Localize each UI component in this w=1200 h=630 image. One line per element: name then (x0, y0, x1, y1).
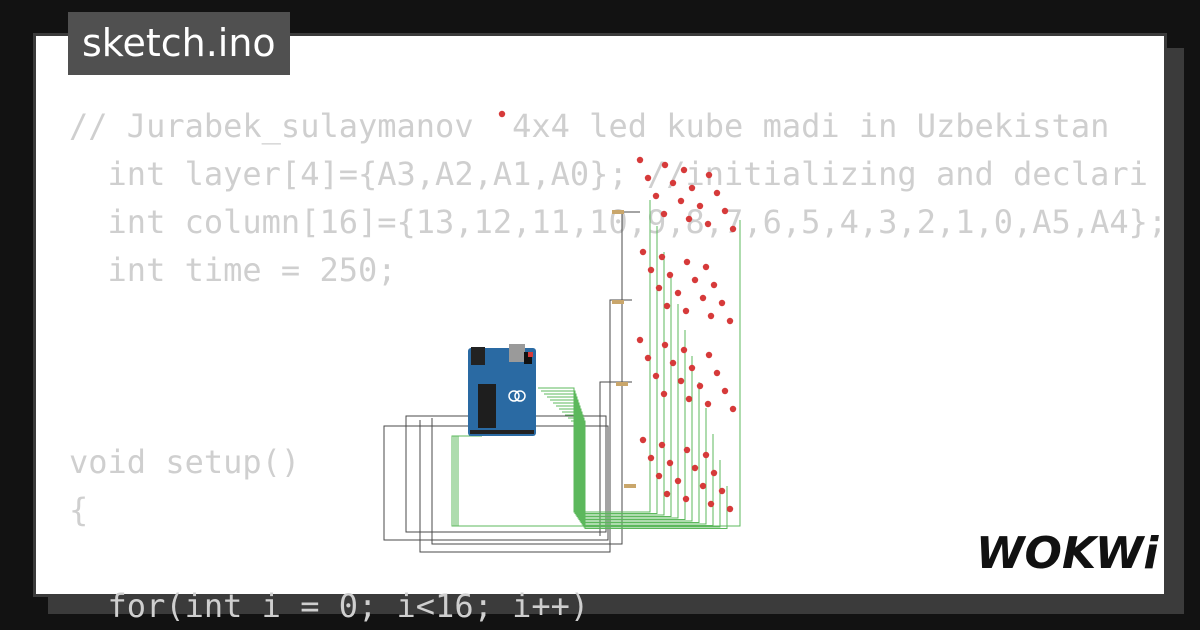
red-led-icon[interactable] (647, 454, 655, 462)
red-led-icon[interactable] (713, 189, 721, 197)
red-led-icon[interactable] (713, 369, 721, 377)
code-line: int layer[4]={A3,A2,A1,A0}; //initializi… (69, 155, 1148, 193)
red-led-icon[interactable] (718, 299, 726, 307)
red-led-icon[interactable] (652, 372, 660, 380)
red-led-icon[interactable] (639, 248, 647, 256)
resistors (612, 210, 636, 488)
red-led-icon[interactable] (636, 336, 644, 344)
code-line: { (69, 491, 89, 529)
red-led-icon[interactable] (682, 495, 690, 503)
code-line: // Jurabek_sulaymanov 4x4 led kube madi … (69, 107, 1110, 145)
red-led-icon[interactable] (669, 179, 677, 187)
red-led-icon[interactable] (691, 464, 699, 472)
red-led-icon[interactable] (663, 490, 671, 498)
resistor-icon (616, 382, 628, 386)
red-led-icon[interactable] (685, 215, 693, 223)
red-led-icon[interactable] (639, 436, 647, 444)
red-led-icon[interactable] (705, 351, 713, 359)
red-led-icon[interactable] (729, 405, 737, 413)
red-led-icon[interactable] (685, 395, 693, 403)
red-led-icon[interactable] (699, 482, 707, 490)
red-led-icon[interactable] (699, 294, 707, 302)
code-card: // Jurabek_sulaymanov 4x4 led kube madi … (33, 33, 1167, 625)
code-line: void setup() (69, 443, 301, 481)
red-led-icon[interactable] (655, 472, 663, 480)
brand-name: WOKWi (976, 528, 1159, 579)
red-led-icon[interactable] (696, 202, 704, 210)
red-led-icon[interactable] (682, 307, 690, 315)
red-led-icon[interactable] (663, 302, 671, 310)
red-led-icon[interactable] (655, 284, 663, 292)
wire (457, 435, 741, 527)
red-led-icon[interactable] (666, 271, 674, 279)
red-led-icon[interactable] (691, 276, 699, 284)
red-led-icon[interactable] (661, 341, 669, 349)
wire (550, 304, 679, 519)
wokwi-logo-icon: WOKWi (976, 528, 1159, 579)
red-led-icon[interactable] (710, 281, 718, 289)
wire (541, 226, 658, 514)
wire (571, 420, 728, 529)
code-line: int time = 250; (69, 251, 397, 289)
red-led-icon[interactable] (660, 210, 668, 218)
arduino-uno-board-icon[interactable] (468, 344, 536, 436)
red-led-icon[interactable] (702, 451, 710, 459)
code-line: for(int i = 0; i<16; i++) (69, 587, 590, 625)
wire (544, 252, 665, 516)
red-led-icon[interactable] (636, 156, 644, 164)
resistor-icon (624, 484, 636, 488)
red-led-icon[interactable] (683, 446, 691, 454)
red-led-icon[interactable] (680, 166, 688, 174)
red-led-icon[interactable] (669, 359, 677, 367)
red-led-icon[interactable] (718, 487, 726, 495)
wire (565, 414, 714, 526)
red-led-icon[interactable] (688, 184, 696, 192)
red-led-icon[interactable] (674, 289, 682, 297)
red-led-icon[interactable] (710, 469, 718, 477)
red-led-icon[interactable] (680, 346, 688, 354)
red-led-icon[interactable] (683, 258, 691, 266)
red-led-icon[interactable] (707, 500, 715, 508)
wire (553, 330, 686, 520)
red-led-icon[interactable] (652, 192, 660, 200)
resistor-icon (612, 210, 624, 214)
red-led-icon[interactable] (498, 110, 506, 118)
wire (556, 356, 693, 522)
red-led-icon[interactable] (704, 400, 712, 408)
red-led-icon[interactable] (647, 266, 655, 274)
file-name-tab[interactable]: sketch.ino (68, 12, 290, 75)
wire (559, 382, 700, 523)
red-led-icon[interactable] (688, 364, 696, 372)
red-led-icon[interactable] (666, 459, 674, 467)
code-line: int column[16]={13,12,11,10,9,8,7,6,5,4,… (69, 203, 1168, 241)
red-led-icon[interactable] (696, 382, 704, 390)
led-cube (498, 110, 737, 513)
red-led-icon[interactable] (660, 390, 668, 398)
red-led-icon[interactable] (707, 312, 715, 320)
red-led-icon[interactable] (677, 377, 685, 385)
red-led-icon[interactable] (674, 477, 682, 485)
red-led-icon[interactable] (658, 441, 666, 449)
wire (568, 417, 721, 528)
red-led-icon[interactable] (721, 387, 729, 395)
red-led-icon[interactable] (677, 197, 685, 205)
red-led-icon[interactable] (726, 317, 734, 325)
red-led-icon[interactable] (721, 207, 729, 215)
red-led-icon[interactable] (661, 161, 669, 169)
resistor-icon (612, 300, 624, 304)
wire (547, 278, 672, 517)
red-led-icon[interactable] (705, 171, 713, 179)
red-led-icon[interactable] (644, 354, 652, 362)
red-led-icon[interactable] (704, 220, 712, 228)
red-led-icon[interactable] (729, 225, 737, 233)
code-preview: // Jurabek_sulaymanov 4x4 led kube madi … (69, 102, 1167, 630)
red-led-icon[interactable] (658, 253, 666, 261)
red-led-icon[interactable] (702, 263, 710, 271)
red-led-icon[interactable] (726, 505, 734, 513)
wire (538, 200, 651, 513)
red-led-icon[interactable] (644, 174, 652, 182)
